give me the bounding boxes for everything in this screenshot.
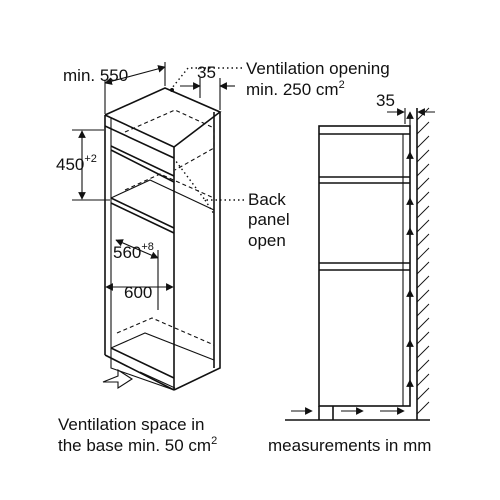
dim-450-label: 450+2 bbox=[56, 153, 97, 174]
back-panel-line3: open bbox=[248, 231, 286, 250]
dim-600: 600 bbox=[105, 283, 174, 302]
vent-opening-line1: Ventilation opening bbox=[246, 59, 390, 78]
units-note: measurements in mm bbox=[268, 436, 431, 455]
dim-600-label: 600 bbox=[124, 283, 152, 302]
dim-450-tolerance: +2 bbox=[84, 153, 97, 165]
wall-hatching bbox=[416, 107, 430, 415]
dim-560-value: 560 bbox=[113, 243, 141, 262]
base-vent-arrow bbox=[102, 368, 134, 390]
base-vent-line1: Ventilation space in bbox=[58, 415, 205, 434]
base-vent-line2: the base min. 50 cm2 bbox=[58, 435, 217, 455]
back-panel-callout: Back panel open bbox=[174, 159, 290, 250]
vent-opening-callout: Ventilation opening min. 250 cm2 bbox=[170, 59, 390, 99]
dim-35-right: 35 bbox=[376, 91, 435, 124]
base-vent-area: the base min. 50 cm bbox=[58, 436, 211, 455]
min-550-label: min. 550 bbox=[63, 66, 128, 85]
vent-opening-line2: min. 250 cm2 bbox=[246, 79, 345, 99]
vent-opening-sup: 2 bbox=[339, 79, 345, 91]
dim-35-right-label: 35 bbox=[376, 91, 395, 110]
cabinet-perspective bbox=[104, 87, 222, 391]
base-vent-sup: 2 bbox=[211, 435, 217, 447]
dim-560-tolerance: +8 bbox=[141, 241, 154, 253]
dim-560: 560+8 bbox=[113, 239, 159, 310]
back-panel-line1: Back bbox=[248, 190, 286, 209]
dim-35-left: 35 bbox=[180, 63, 235, 110]
back-panel-line2: panel bbox=[248, 210, 290, 229]
cabinet-side-section bbox=[285, 107, 430, 421]
dim-450-value: 450 bbox=[56, 155, 84, 174]
dim-35-left-label: 35 bbox=[197, 63, 216, 82]
dim-560-label: 560+8 bbox=[113, 241, 154, 262]
airflow-arrows bbox=[291, 111, 414, 415]
dim-min-550: min. 550 bbox=[63, 62, 166, 114]
dim-450: 450+2 bbox=[56, 129, 110, 201]
vent-opening-area: min. 250 cm bbox=[246, 80, 339, 99]
